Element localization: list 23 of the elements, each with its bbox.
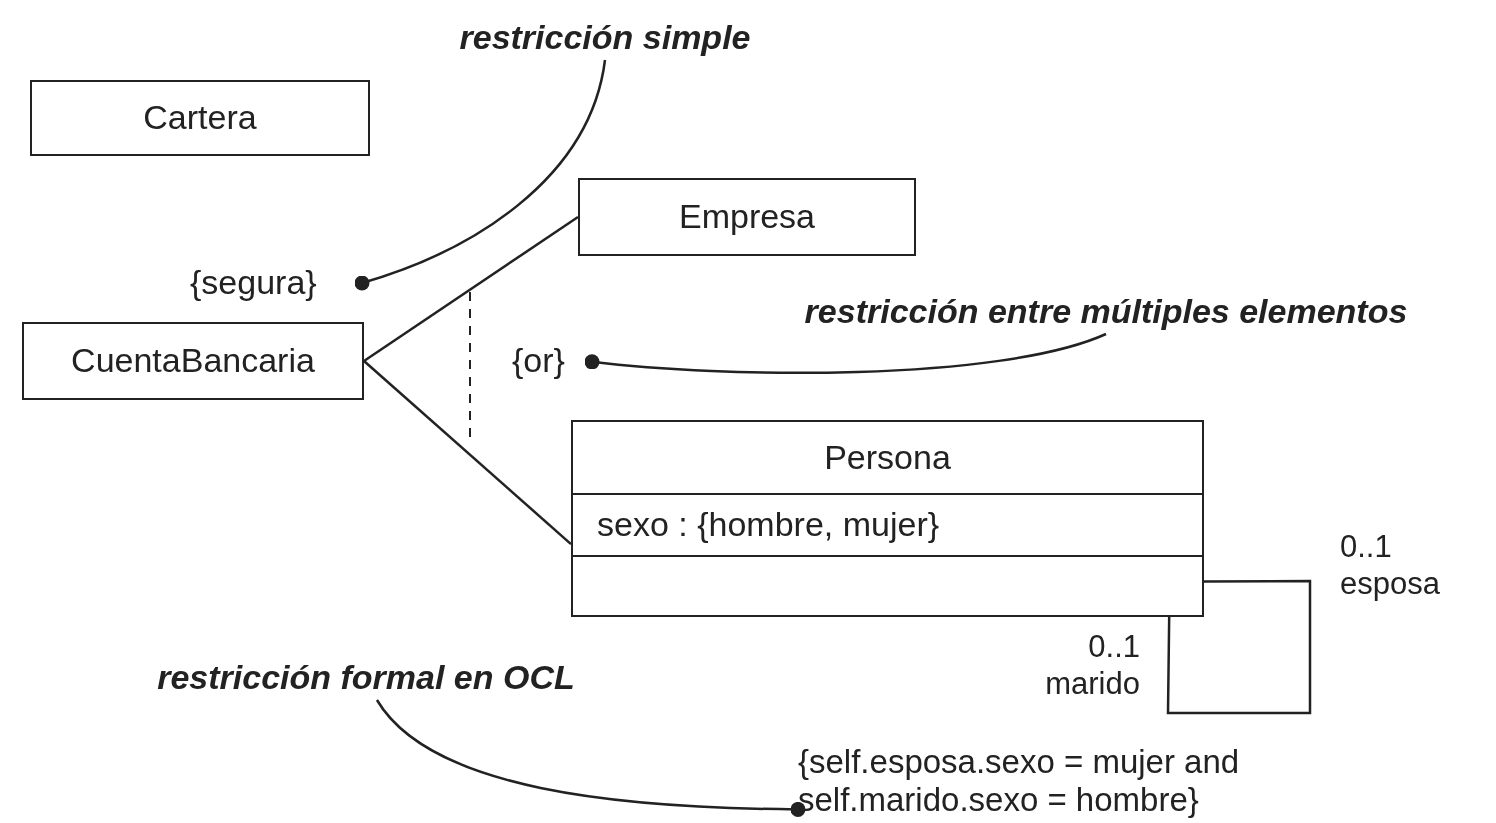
class-name: Cartera <box>143 98 257 138</box>
association-line <box>1166 579 1312 715</box>
class-name: CuentaBancaria <box>71 341 315 381</box>
role-label: 0..1 marido <box>1044 628 1140 703</box>
attribute-text: sexo : {hombre, mujer} <box>597 505 940 545</box>
constraint-text: {self.esposa.sexo = mujer and self.marido.sexo = hombre} <box>798 742 1241 819</box>
note-text: restricción entre múltiples elementos <box>804 292 1408 332</box>
role-label: 0..1 esposa <box>1340 528 1441 603</box>
constraint-text: {or} <box>512 341 565 381</box>
constraint-text: {segura} <box>190 263 317 303</box>
class-box <box>30 80 370 156</box>
leader-line <box>354 59 607 291</box>
leader-line <box>584 332 1107 375</box>
class-name: Persona <box>824 437 951 477</box>
leader-line <box>375 699 806 817</box>
association-line <box>363 215 579 363</box>
note-text: restricción simple <box>459 18 751 58</box>
class-box <box>571 420 1204 617</box>
class-box <box>22 322 364 400</box>
class-name: Empresa <box>678 197 816 237</box>
note-text: restricción formal en OCL <box>157 658 575 698</box>
association-line <box>363 360 572 546</box>
class-box <box>578 178 916 256</box>
